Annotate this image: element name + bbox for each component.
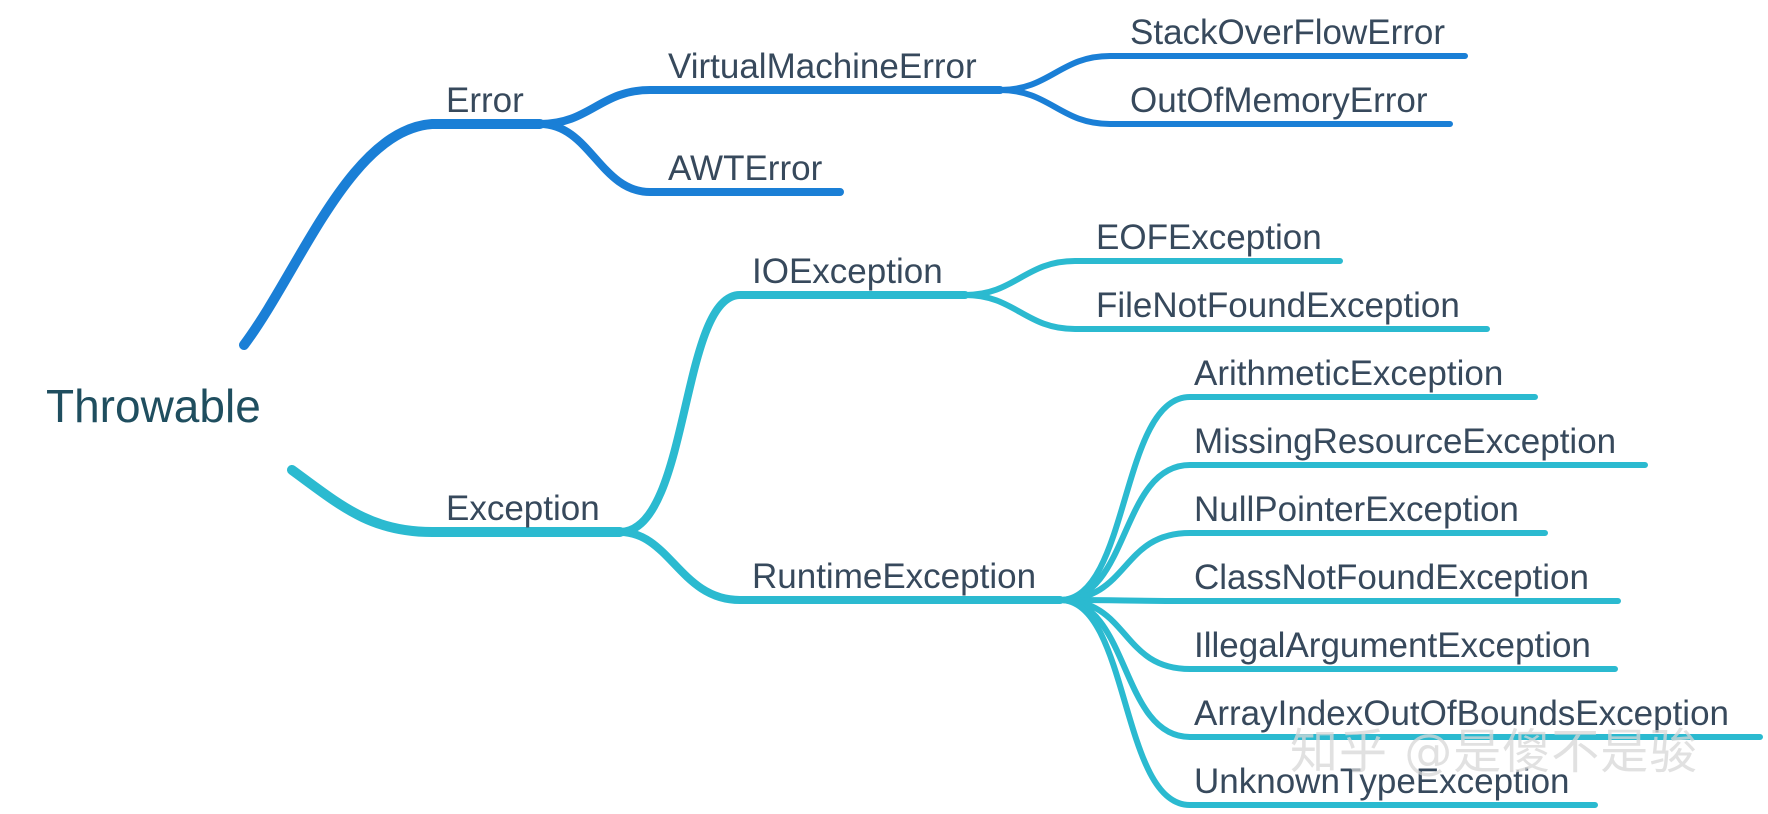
node-stackoverflowerror: StackOverFlowError <box>1130 13 1445 52</box>
node-missingresourceexception: MissingResourceException <box>1194 422 1616 461</box>
edge-vme-soe <box>997 53 1468 93</box>
node-error: Error <box>446 81 524 120</box>
connectors <box>239 53 1763 808</box>
node-unknowntypeexception: UnknownTypeException <box>1194 762 1570 801</box>
node-exception: Exception <box>446 489 600 528</box>
edge-io-eof <box>962 258 1343 298</box>
edge-runtime-nullpointer <box>1057 530 1548 603</box>
node-virtualmachineerror: VirtualMachineError <box>668 47 977 86</box>
node-arithmeticexception: ArithmeticException <box>1194 354 1503 393</box>
node-ioexception: IOException <box>752 252 943 291</box>
edge-root-error <box>239 119 545 350</box>
node-illegalargumentexception: IllegalArgumentException <box>1194 626 1591 665</box>
edge-exception-io <box>616 291 969 536</box>
node-nullpointerexception: NullPointerException <box>1194 490 1519 529</box>
node-filenotfoundexception: FileNotFoundException <box>1096 286 1460 325</box>
edge-exception-runtime <box>616 528 1064 604</box>
node-runtimeexception: RuntimeException <box>752 557 1036 596</box>
edge-runtime-missingresource <box>1057 462 1648 603</box>
edge-root-exception <box>287 465 625 537</box>
edge-runtime-classnotfound <box>1057 597 1621 604</box>
node-labels: Throwable Error VirtualMachineError AWTE… <box>46 13 1729 801</box>
edge-runtime-unknowntype <box>1057 597 1598 808</box>
edge-io-fnf <box>962 292 1490 332</box>
watermark: 知乎 @是傻不是骏 <box>1290 724 1699 780</box>
edge-runtime-arithmetic <box>1057 394 1538 603</box>
node-classnotfoundexception: ClassNotFoundException <box>1194 558 1589 597</box>
node-arrayindexoutofboundsexception: ArrayIndexOutOfBoundsException <box>1194 694 1729 733</box>
node-throwable: Throwable <box>46 380 261 432</box>
edge-error-vme <box>536 86 1004 128</box>
edge-error-awt <box>536 120 844 196</box>
edge-vme-oome <box>997 87 1453 127</box>
node-eofexception: EOFException <box>1096 218 1322 257</box>
node-outofmemoryerror: OutOfMemoryError <box>1130 81 1428 120</box>
node-awterror: AWTError <box>668 149 823 188</box>
